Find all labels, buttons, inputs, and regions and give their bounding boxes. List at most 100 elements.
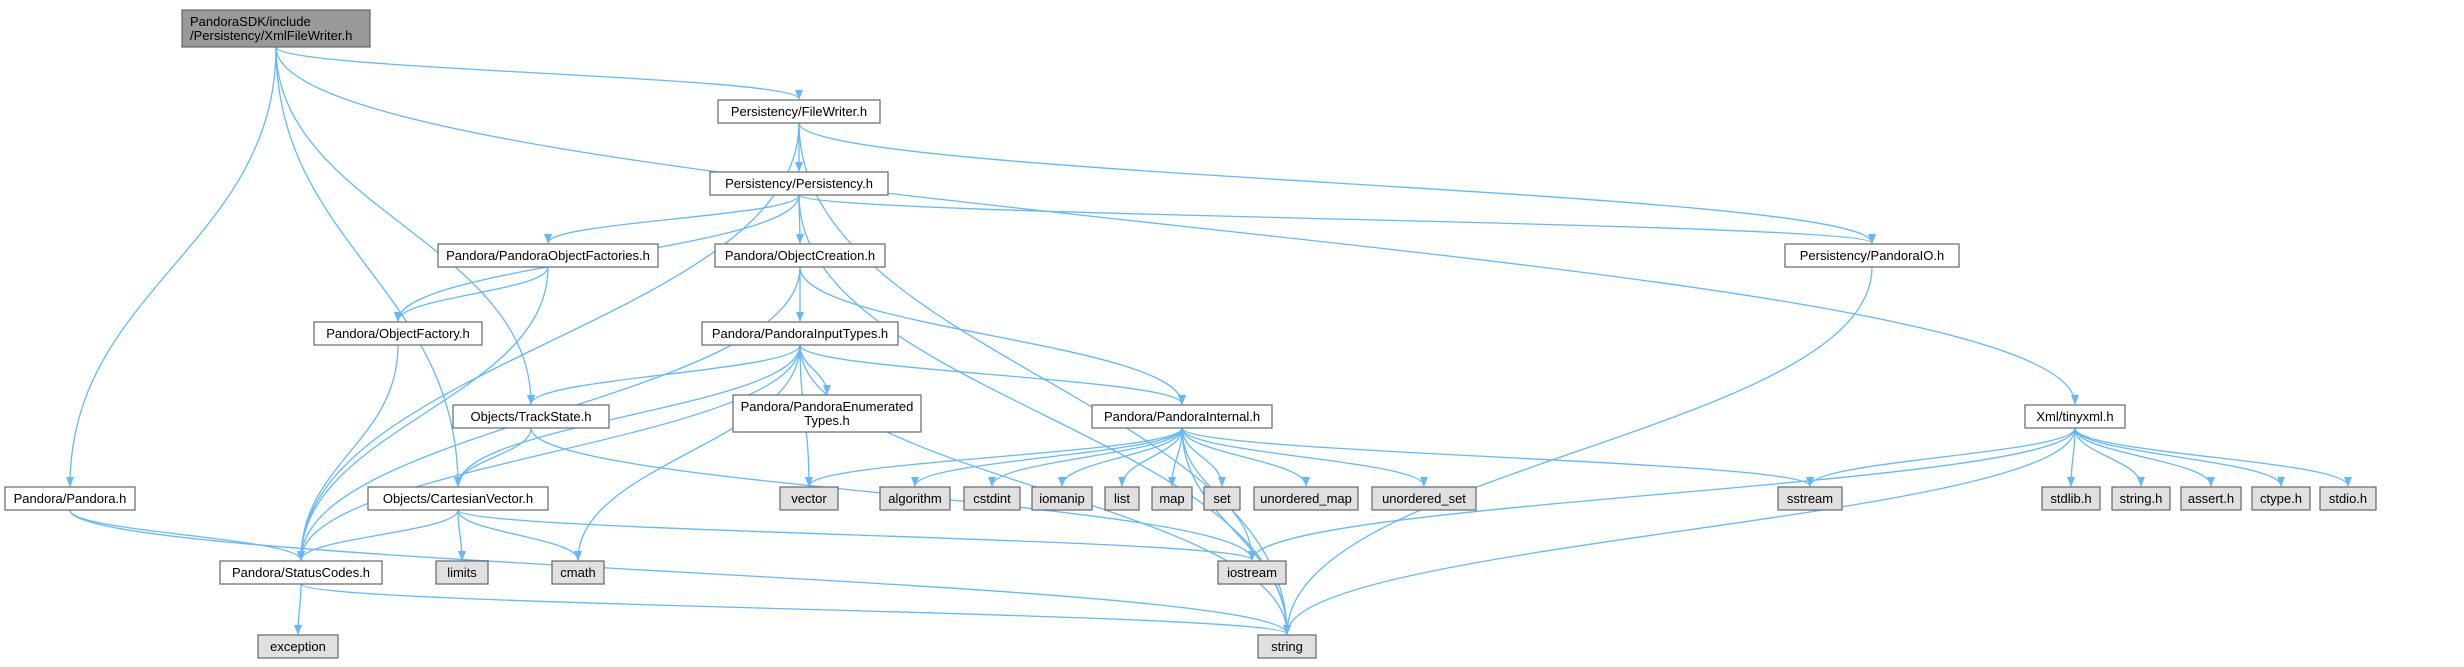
- node-label: Pandora/ObjectCreation.h: [725, 248, 875, 263]
- node-label: ctype.h: [2260, 491, 2302, 506]
- node-cstdint: cstdint: [963, 486, 1021, 511]
- node-pandora[interactable]: Pandora/Pandora.h: [4, 486, 136, 511]
- node-box: [1777, 486, 1843, 511]
- edge-internal-to-umap: [1181, 427, 1310, 487]
- node-label: sstream: [1787, 491, 1833, 506]
- node-box: [1257, 634, 1317, 659]
- node-objfactory[interactable]: Pandora/ObjectFactory.h: [313, 321, 483, 346]
- node-exception: exception: [257, 634, 339, 659]
- node-box: [2024, 404, 2126, 429]
- edge-factories-to-objfactory: [394, 266, 549, 322]
- node-cmath: cmath: [551, 560, 605, 585]
- node-box: [1151, 486, 1193, 511]
- node-box: [1217, 560, 1287, 585]
- edge-pandoraio-to-string: [1283, 266, 1873, 635]
- node-inputtypes[interactable]: Pandora/PandoraInputTypes.h: [701, 321, 899, 346]
- node-statuscodes[interactable]: Pandora/StatusCodes.h: [219, 560, 383, 585]
- edge-pandora-to-string: [69, 509, 1291, 635]
- edge-inputtypes-to-internal: [799, 344, 1186, 405]
- node-label: stdlib.h: [2050, 491, 2091, 506]
- node-label: Persistency/FileWriter.h: [731, 104, 867, 119]
- node-factories[interactable]: Pandora/PandoraObjectFactories.h: [437, 243, 659, 268]
- edge-objcreation-to-internal: [799, 266, 1186, 405]
- edge-root-to-filewriter: [275, 46, 803, 100]
- edge-tinyxml-to-stringh: [2074, 427, 2145, 487]
- node-trackstate[interactable]: Objects/TrackState.h: [452, 404, 610, 429]
- node-label: exception: [270, 639, 326, 654]
- node-limits: limits: [435, 560, 489, 585]
- node-label: Pandora/StatusCodes.h: [232, 565, 370, 580]
- node-label: iomanip: [1039, 491, 1085, 506]
- node-box: [4, 486, 136, 511]
- edge-tinyxml-to-ctypeh: [2074, 427, 2285, 487]
- node-box: [2319, 486, 2377, 511]
- node-filewriter[interactable]: Persistency/FileWriter.h: [717, 99, 881, 124]
- edge-root-to-pandora: [66, 46, 277, 487]
- node-box: [1091, 404, 1273, 429]
- node-box: [2041, 486, 2101, 511]
- node-tinyxml[interactable]: Xml/tinyxml.h: [2024, 404, 2126, 429]
- edge-inputtypes-to-statuscodes: [297, 344, 801, 561]
- edge-factories-to-statuscodes: [297, 266, 549, 561]
- node-iomanip: iomanip: [1031, 486, 1093, 511]
- edge-cartesian-to-iostream: [457, 509, 1256, 561]
- node-label: string: [1271, 639, 1303, 654]
- edge-tinyxml-to-asserth: [2074, 427, 2215, 487]
- edge-cartesian-to-statuscodes: [297, 509, 459, 561]
- edge-internal-to-cstdint: [988, 427, 1183, 487]
- nodes-layer: PandoraSDK/include/Persistency/XmlFileWr…: [4, 9, 2377, 659]
- node-vector: vector: [779, 486, 839, 511]
- node-box: [963, 486, 1021, 511]
- node-label: set: [1213, 491, 1231, 506]
- node-box: [435, 560, 489, 585]
- node-stdioh: stdio.h: [2319, 486, 2377, 511]
- node-box: [452, 404, 610, 429]
- edge-internal-to-algorithm: [911, 427, 1183, 487]
- edge-internal-to-uset: [1181, 427, 1428, 487]
- node-label: Pandora/PandoraInputTypes.h: [712, 326, 888, 341]
- node-label: Pandora/PandoraEnumerated: [741, 399, 914, 414]
- node-box: [732, 394, 922, 433]
- edge-inputtypes-to-trackstate: [527, 344, 801, 405]
- node-box: [2180, 486, 2242, 511]
- node-box: [257, 634, 339, 659]
- node-box: [219, 560, 383, 585]
- node-label: cstdint: [973, 491, 1011, 506]
- node-sstream: sstream: [1777, 486, 1843, 511]
- node-box: [779, 486, 839, 511]
- node-internal[interactable]: Pandora/PandoraInternal.h: [1091, 404, 1273, 429]
- node-root[interactable]: PandoraSDK/include/Persistency/XmlFileWr…: [181, 9, 371, 48]
- node-stdlib: stdlib.h: [2041, 486, 2101, 511]
- node-persistency[interactable]: Persistency/Persistency.h: [709, 171, 889, 196]
- node-label: Xml/tinyxml.h: [2036, 409, 2113, 424]
- edge-inputtypes-to-enumtypes: [799, 344, 831, 395]
- edge-persistency-to-string: [798, 194, 1291, 635]
- node-cartesian[interactable]: Objects/CartesianVector.h: [367, 486, 549, 511]
- edge-trackstate-to-cartesian: [454, 427, 532, 487]
- node-label: unordered_set: [1382, 491, 1466, 506]
- node-pandoraio[interactable]: Persistency/PandoraIO.h: [1784, 243, 1960, 268]
- edge-internal-to-sstream: [1181, 427, 1814, 487]
- node-label: Pandora/ObjectFactory.h: [326, 326, 470, 341]
- node-label: string.h: [2120, 491, 2163, 506]
- edge-persistency-to-factories: [544, 194, 800, 244]
- node-map: map: [1151, 486, 1193, 511]
- node-asserth: assert.h: [2180, 486, 2242, 511]
- node-box: [181, 9, 371, 48]
- edge-internal-to-vector: [805, 427, 1183, 487]
- node-box: [717, 99, 881, 124]
- node-objcreation[interactable]: Pandora/ObjectCreation.h: [714, 243, 886, 268]
- node-label: Types.h: [804, 413, 850, 428]
- node-box: [2111, 486, 2171, 511]
- node-label: PandoraSDK/include: [190, 14, 311, 29]
- node-label: Pandora/PandoraInternal.h: [1104, 409, 1260, 424]
- node-label: assert.h: [2188, 491, 2234, 506]
- node-label: cmath: [560, 565, 595, 580]
- node-box: [1784, 243, 1960, 268]
- node-label: Persistency/Persistency.h: [725, 176, 873, 191]
- node-box: [714, 243, 886, 268]
- node-label: list: [1114, 491, 1130, 506]
- node-box: [1371, 486, 1477, 511]
